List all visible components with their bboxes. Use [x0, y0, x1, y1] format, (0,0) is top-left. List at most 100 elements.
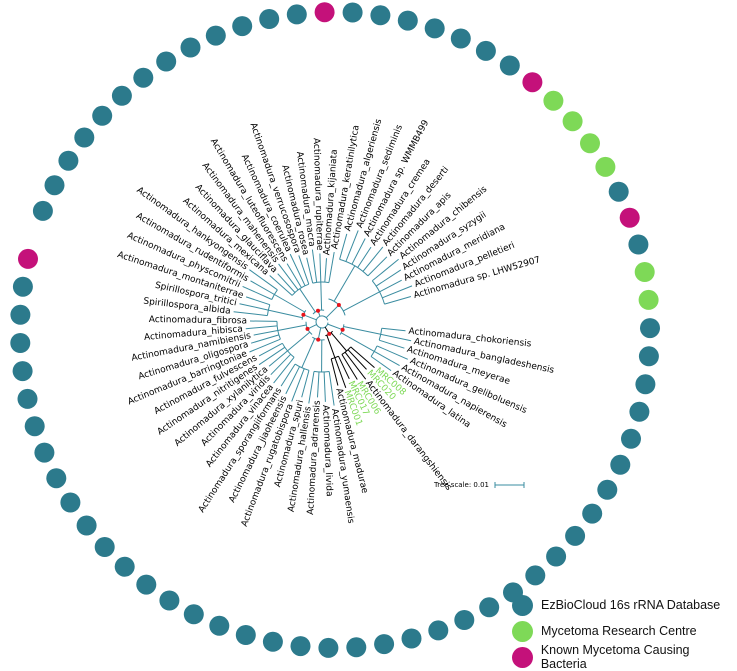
ring-dot-database — [184, 604, 204, 624]
ring-dot-database — [25, 416, 45, 436]
tip-branch — [320, 254, 321, 283]
tip-branch — [385, 297, 411, 305]
tip-branch — [374, 351, 399, 365]
tip-branch — [324, 372, 325, 402]
ring-dot-database — [546, 547, 566, 567]
bootstrap-marker — [341, 328, 345, 332]
legend-swatch-known-pathogen — [512, 647, 533, 668]
tip-branch — [363, 247, 383, 272]
ring-dot-database — [95, 537, 115, 557]
ring-dot-database — [209, 616, 229, 636]
tip-label: Actinomadura_fibrosa — [149, 315, 247, 326]
ring-dot-known-pathogen — [522, 72, 542, 92]
ring-dot-database — [236, 625, 256, 645]
bootstrap-marker — [327, 332, 331, 336]
ring-dot-known-pathogen — [315, 2, 335, 22]
legend: EzBioCloud 16s rRNA Database Mycetoma Re… — [512, 592, 737, 670]
ring-dot-database — [621, 429, 641, 449]
ring-dot-database — [60, 493, 80, 513]
tip-label: Actinomadura_darangshiensis — [363, 379, 453, 493]
tip-branch — [339, 356, 350, 379]
tip-labels: Actinomadura_chokoriensisActinomadura_ba… — [116, 118, 555, 529]
tip-branch — [318, 372, 320, 398]
ring-dot-database — [77, 516, 97, 536]
tip-branch — [286, 367, 300, 394]
ring-dot-database — [291, 636, 311, 656]
subclade-stem — [278, 325, 307, 331]
ring-dot-database — [402, 629, 422, 649]
bootstrap-marker — [316, 338, 320, 342]
ring-dot-database — [10, 305, 30, 325]
ring-dot-database — [428, 620, 448, 640]
tip-branch — [234, 312, 268, 316]
legend-item-database: EzBioCloud 16s rRNA Database — [512, 592, 737, 618]
subclade-stem — [334, 266, 355, 301]
subclade-arc — [272, 290, 278, 300]
tip-branch — [309, 371, 314, 403]
outer-dot-ring — [10, 2, 660, 658]
tip-branch — [329, 252, 334, 283]
ring-dot-known-pathogen — [18, 249, 38, 269]
ring-dot-database — [206, 26, 226, 46]
ring-dot-database — [582, 504, 602, 524]
ring-dot-database — [74, 128, 94, 148]
ring-dot-database — [346, 637, 366, 657]
tip-branch — [335, 358, 346, 388]
legend-swatch-database — [512, 595, 533, 616]
ring-dot-research-centre — [595, 157, 615, 177]
legend-label-database: EzBioCloud 16s rRNA Database — [541, 598, 720, 612]
tip-branch — [259, 343, 282, 356]
tip-branch — [240, 304, 269, 310]
subclade-stem — [341, 333, 374, 352]
ring-dot-database — [454, 610, 474, 630]
ring-dot-database — [263, 632, 283, 652]
ring-dot-database — [635, 374, 655, 394]
ring-dot-database — [525, 565, 545, 585]
tip-branch — [325, 258, 327, 282]
ring-dot-database — [425, 18, 445, 38]
legend-label-research-centre: Mycetoma Research Centre — [541, 624, 697, 638]
ring-dot-database — [13, 361, 33, 381]
ring-dot-database — [500, 56, 520, 76]
ring-dot-database — [610, 455, 630, 475]
bootstrap-marker — [301, 313, 305, 317]
subclade-stem — [343, 292, 379, 311]
ring-dot-database — [597, 480, 617, 500]
ring-dot-database — [640, 318, 660, 338]
ring-dot-research-centre — [580, 133, 600, 153]
subclade-stem — [300, 289, 316, 312]
tip-branch — [382, 328, 406, 331]
ring-dot-database — [259, 9, 279, 29]
subclade-stem — [344, 327, 381, 335]
clade-stem — [326, 305, 339, 318]
legend-label-known-pathogen: Known Mycetoma Causing Bacteria — [541, 643, 737, 671]
ring-dot-research-centre — [635, 262, 655, 282]
ring-dot-database — [479, 597, 499, 617]
ring-dot-database — [318, 638, 338, 658]
ring-dot-database — [181, 38, 201, 58]
ring-dot-database — [628, 235, 648, 255]
tip-branch — [269, 351, 287, 366]
subclade-stem — [288, 332, 310, 351]
ring-dot-database — [639, 346, 659, 366]
ring-dot-database — [46, 468, 66, 488]
ring-dot-research-centre — [639, 290, 659, 310]
ring-dot-database — [13, 277, 33, 297]
ring-dot-database — [370, 5, 390, 25]
subclade-stem — [331, 333, 347, 351]
tip-branch — [281, 364, 295, 386]
bootstrap-marker — [316, 309, 320, 313]
tip-branch — [312, 250, 316, 283]
subclade-arc — [371, 346, 377, 357]
tip-branch — [271, 354, 291, 374]
ring-dot-known-pathogen — [620, 208, 640, 228]
tip-branch — [302, 370, 309, 397]
bootstrap-marker — [306, 327, 310, 331]
ring-dot-database — [58, 151, 78, 171]
tip-branch — [368, 257, 387, 276]
node-markers — [301, 303, 344, 342]
ring-dot-database — [133, 68, 153, 88]
ring-dot-database — [34, 443, 54, 463]
ring-dot-database — [92, 106, 112, 126]
tree-scale-label: Tree scale: 0.01 — [433, 481, 489, 489]
